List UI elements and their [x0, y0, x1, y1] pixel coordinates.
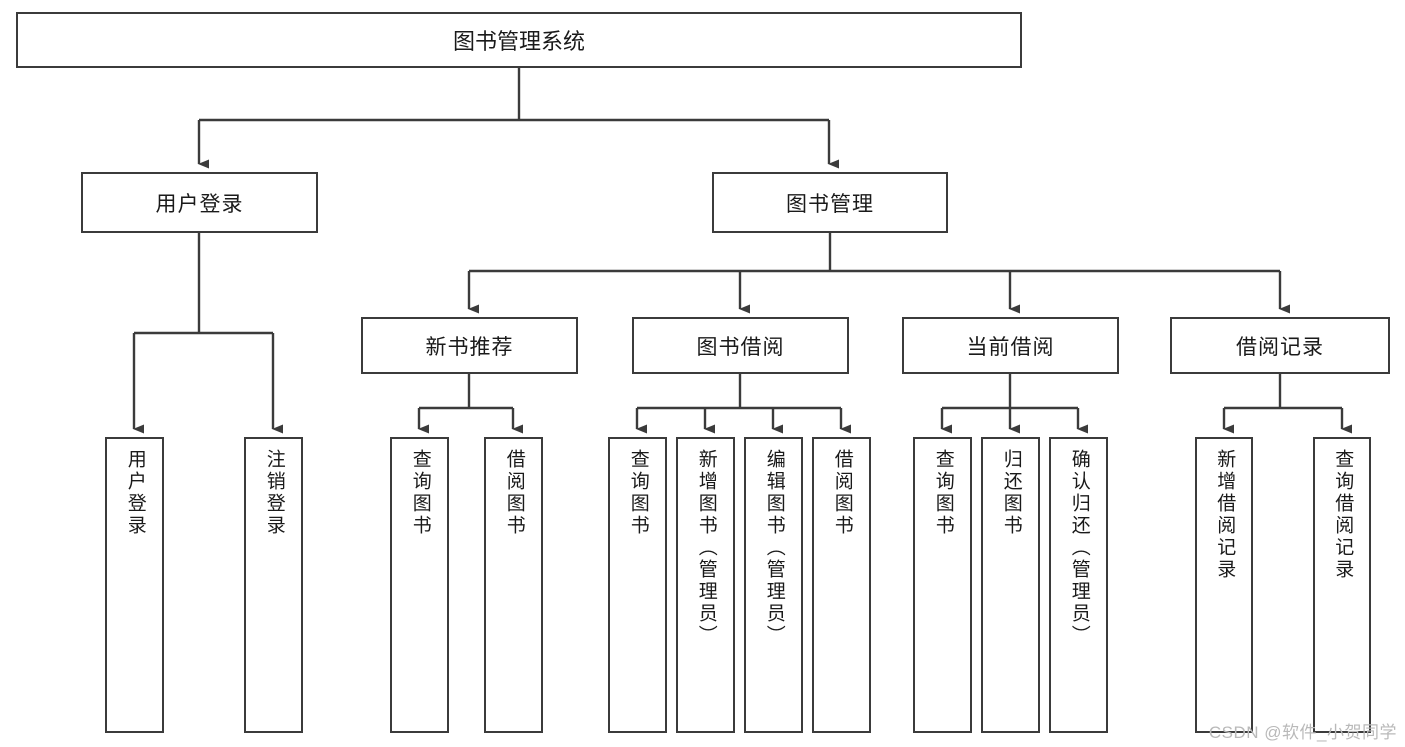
- node-leaf-return-book-label: 归还图书: [1000, 449, 1022, 537]
- node-new-book-recommend[interactable]: 新书推荐: [361, 317, 578, 374]
- node-book-borrow[interactable]: 图书借阅: [632, 317, 849, 374]
- node-leaf-logout-label: 注销登录: [263, 449, 285, 537]
- node-root-label: 图书管理系统: [452, 29, 585, 54]
- node-book-manage-label: 图书管理: [786, 192, 874, 216]
- edge-group-borrow-record: [1222, 374, 1352, 434]
- node-leaf-borrow-book-2[interactable]: 借阅图书: [812, 437, 871, 733]
- node-leaf-edit-book-label: 编辑图书（管理员）: [763, 449, 785, 647]
- node-leaf-query-book-1[interactable]: 查询图书: [390, 437, 449, 733]
- node-leaf-query-book-2-label: 查询图书: [627, 449, 649, 537]
- node-leaf-user-login-label: 用户登录: [124, 449, 146, 537]
- node-leaf-query-book-3[interactable]: 查询图书: [913, 437, 972, 733]
- node-new-book-recommend-label: 新书推荐: [425, 335, 514, 359]
- node-leaf-logout[interactable]: 注销登录: [244, 437, 303, 733]
- node-leaf-query-book-1-label: 查询图书: [409, 449, 431, 537]
- node-leaf-add-book[interactable]: 新增图书（管理员）: [676, 437, 735, 733]
- node-leaf-query-record-label: 查询借阅记录: [1332, 449, 1354, 581]
- node-leaf-edit-book[interactable]: 编辑图书（管理员）: [744, 437, 803, 733]
- node-user-login-label: 用户登录: [155, 192, 244, 216]
- node-leaf-confirm-return-label: 确认归还（管理员）: [1068, 449, 1090, 647]
- node-book-manage[interactable]: 图书管理: [712, 172, 948, 233]
- node-leaf-add-record-label: 新增借阅记录: [1214, 449, 1236, 581]
- node-borrow-record[interactable]: 借阅记录: [1170, 317, 1390, 374]
- node-leaf-user-login[interactable]: 用户登录: [105, 437, 164, 733]
- node-current-borrow-label: 当前借阅: [966, 335, 1055, 359]
- node-borrow-record-label: 借阅记录: [1236, 335, 1324, 359]
- node-user-login[interactable]: 用户登录: [81, 172, 318, 233]
- node-leaf-return-book[interactable]: 归还图书: [981, 437, 1040, 733]
- edge-group-user-login: [132, 233, 283, 434]
- node-leaf-query-record[interactable]: 查询借阅记录: [1313, 437, 1371, 733]
- edge-group-root: [197, 68, 839, 169]
- edge-group-current-borrow: [940, 374, 1088, 434]
- watermark: CSDN @软件_小贺同学: [1208, 723, 1397, 742]
- node-leaf-query-book-3-label: 查询图书: [932, 449, 954, 537]
- edge-group-book-borrow: [635, 374, 851, 434]
- edge-group-book-manage: [467, 233, 1290, 314]
- node-current-borrow[interactable]: 当前借阅: [902, 317, 1119, 374]
- node-root[interactable]: 图书管理系统: [16, 12, 1022, 68]
- edge-group-new-book-recommend: [417, 374, 523, 434]
- node-leaf-borrow-book-1-label: 借阅图书: [503, 449, 525, 537]
- node-leaf-borrow-book-1[interactable]: 借阅图书: [484, 437, 543, 733]
- node-book-borrow-label: 图书借阅: [696, 335, 785, 359]
- node-leaf-add-book-label: 新增图书（管理员）: [695, 449, 717, 647]
- node-leaf-query-book-2[interactable]: 查询图书: [608, 437, 667, 733]
- node-leaf-add-record[interactable]: 新增借阅记录: [1195, 437, 1253, 733]
- node-leaf-borrow-book-2-label: 借阅图书: [831, 449, 853, 537]
- node-leaf-confirm-return[interactable]: 确认归还（管理员）: [1049, 437, 1108, 733]
